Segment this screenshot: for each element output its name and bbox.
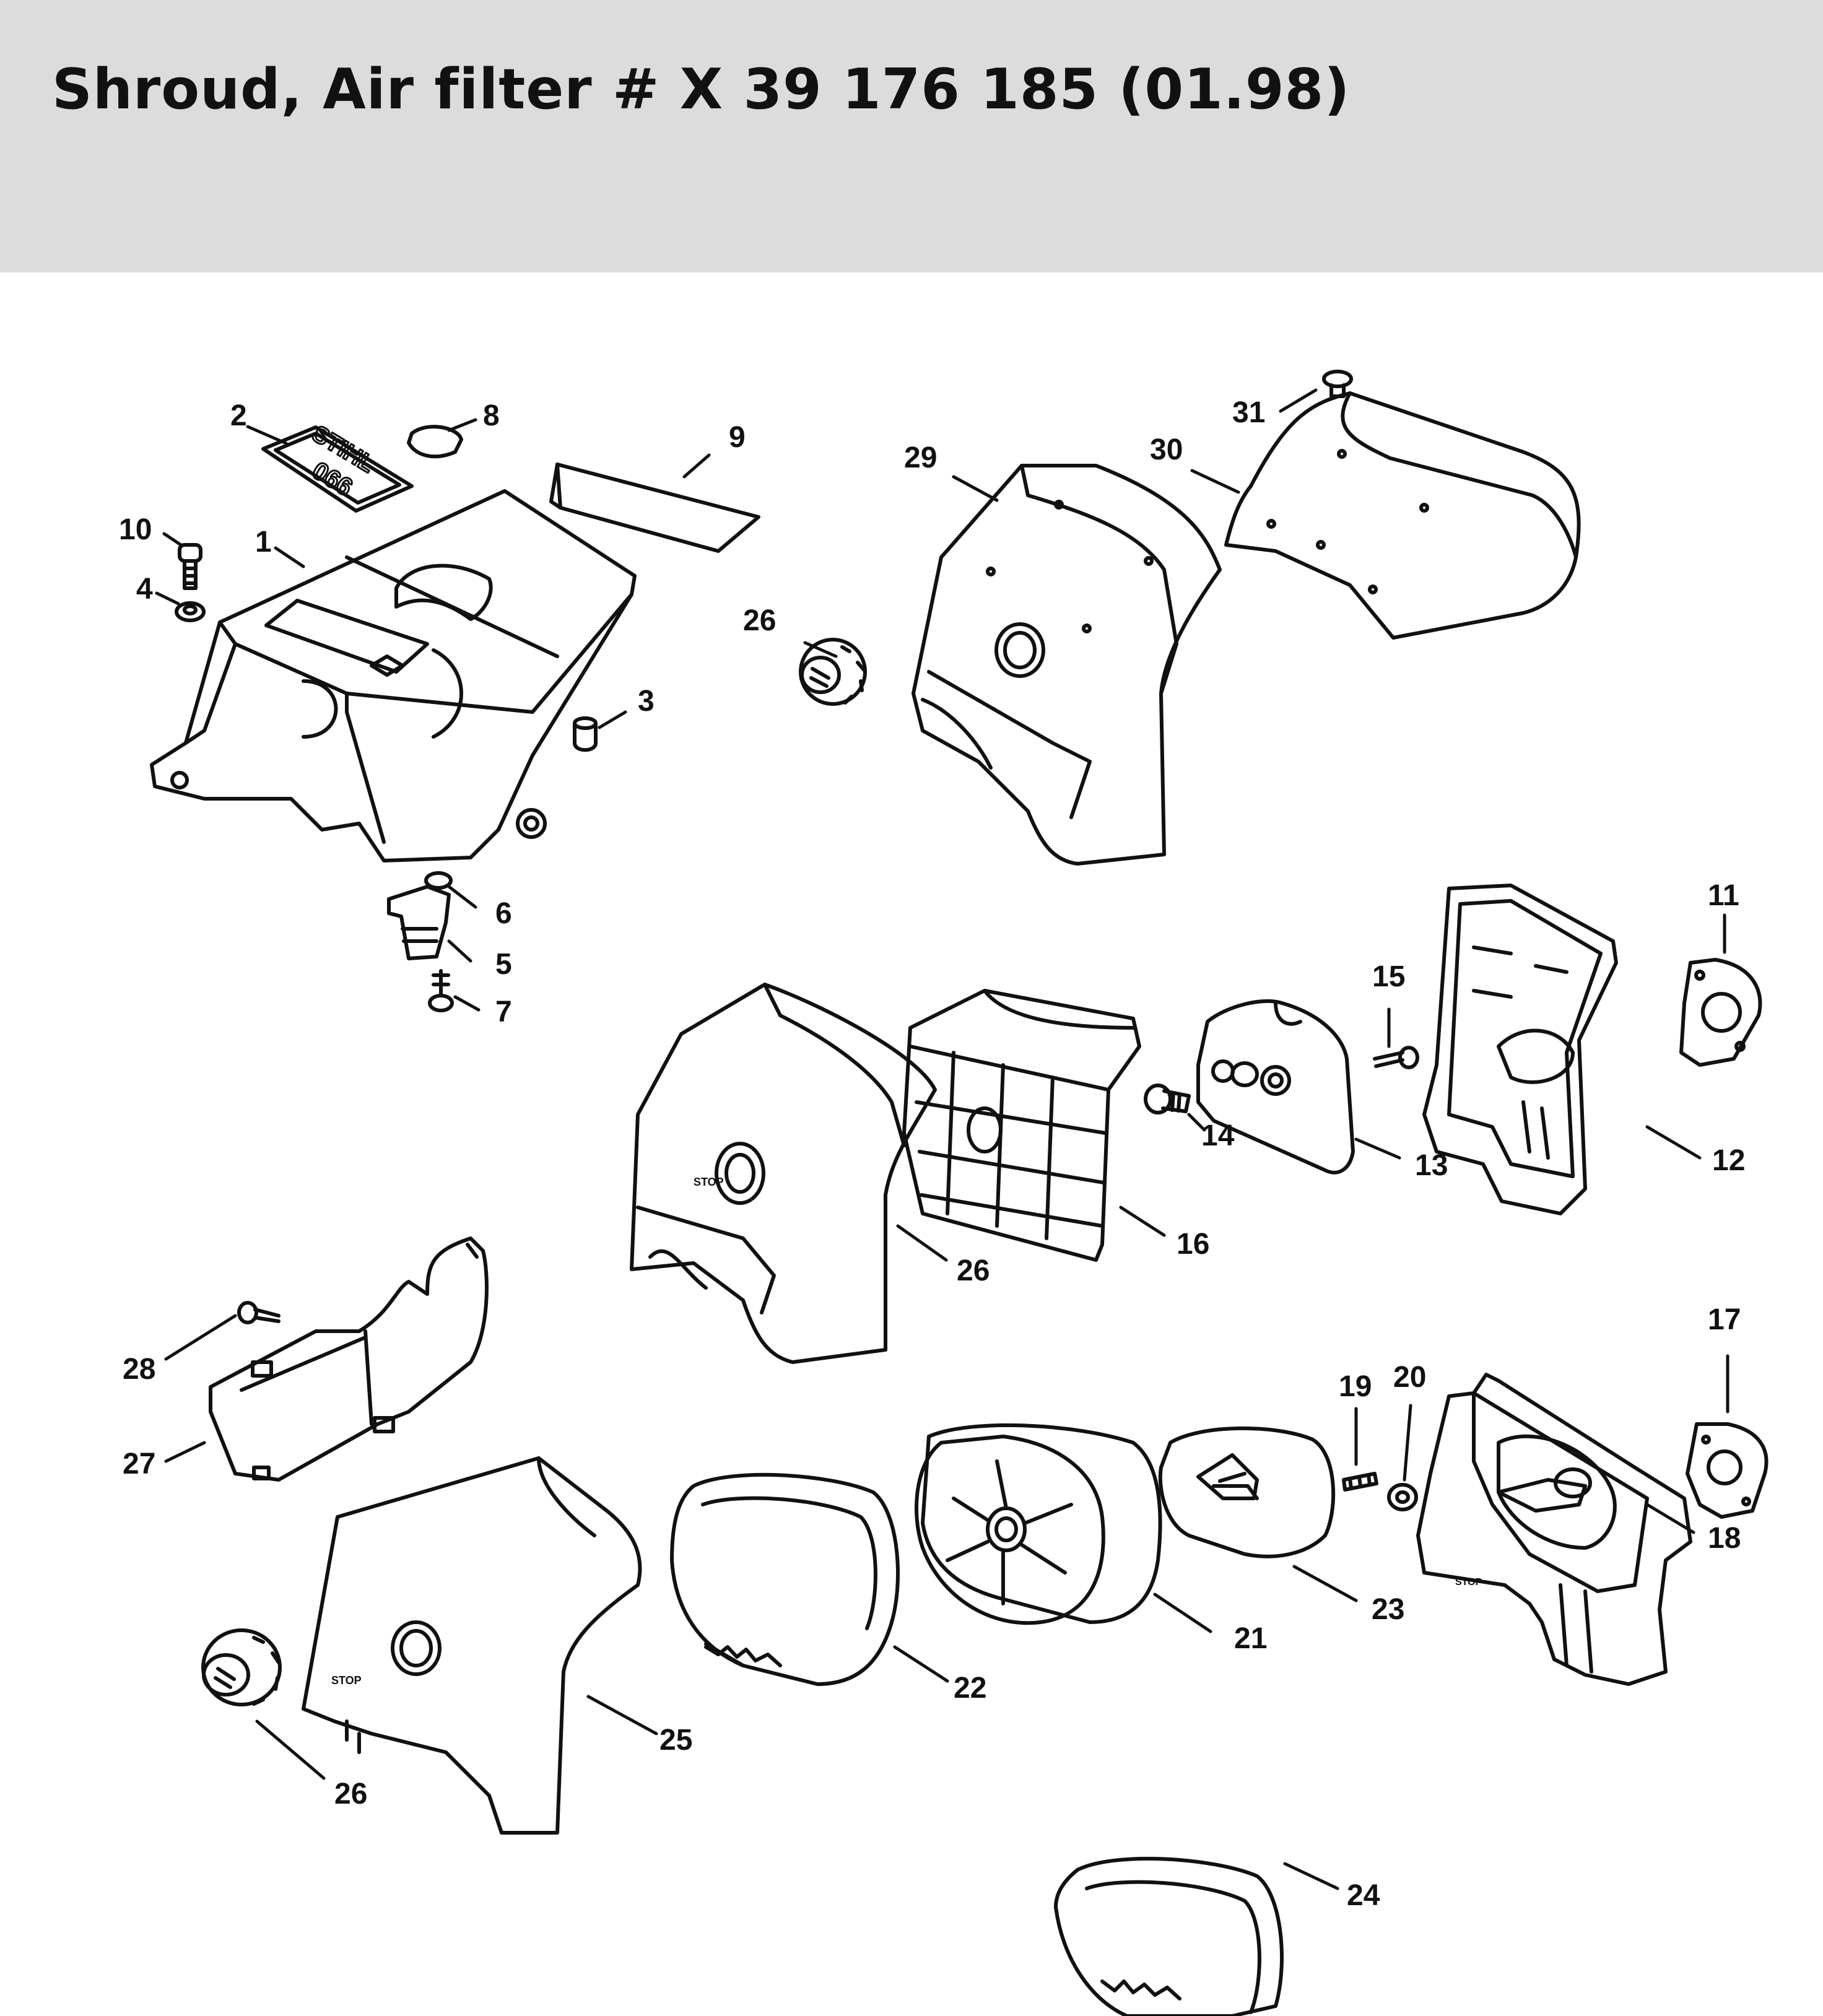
callout-3: 3 [638,685,655,718]
part-15-screw [1373,1046,1419,1069]
part-19-stud [1342,1472,1378,1492]
callout-13: 13 [1415,1149,1448,1182]
callout-numbers: 2 8 9 1 10 4 3 6 5 7 26 29 30 31 11 15 1… [119,396,1745,1912]
callout-4: 4 [136,573,153,606]
part-32-screw [1322,370,1353,398]
part-25-shroud [302,1456,642,1835]
callout-15: 15 [1372,960,1405,993]
callout-21: 21 [1234,1622,1267,1655]
callout-10: 10 [119,513,152,546]
part-22-filter-sleeve [670,1472,900,1686]
part-2-nameplate [261,425,414,513]
callout-11: 11 [1708,879,1739,912]
part-5-valve [387,885,451,960]
stop-mark-25: STOP [331,1674,362,1687]
callout-27: 26 [957,1254,990,1287]
callout-18: 18 [1708,1522,1741,1555]
callout-14: 14 [1201,1119,1235,1152]
callout-1: 1 [255,526,272,558]
callout-16: 16 [1177,1228,1209,1261]
callout-29: 28 [123,1353,155,1386]
part-13-bracket [1196,999,1355,1175]
callout-6: 6 [495,897,512,930]
callout-25: 25 [659,1724,692,1757]
part-12-baseplate [1422,884,1618,1215]
part-29-screw [237,1301,281,1324]
part-4-washer [175,601,206,622]
leader-lines [155,388,1729,1890]
callout-20: 20 [1393,1361,1426,1394]
part-10-screw [178,543,202,590]
callout-22: 22 [954,1672,986,1705]
part-18-housing [1416,1373,1692,1686]
callout-23: 23 [1372,1593,1404,1626]
part-24-filter-sleeve [1054,1856,1284,2016]
page-title: Shroud, Air filter # X 39 176 185 (01.98… [52,57,1351,122]
callout-5: 5 [495,948,512,981]
callout-31: 30 [1150,433,1183,466]
part-31-cover [1224,391,1581,640]
part-26-knob-lower [201,1628,282,1706]
callout-19: 19 [1339,1370,1372,1403]
callout-24: 24 [1347,1879,1380,1912]
header-bar: Shroud, Air filter # X 39 176 185 (01.98… [0,0,1823,272]
part-17-gasket [1686,1422,1769,1519]
part-16-filter-screen [902,989,1141,1262]
part-28-panel [209,1236,489,1482]
callout-32: 31 [1232,396,1265,429]
stop-mark-18: STOP [1455,1577,1482,1588]
part-30-shroud [912,464,1222,866]
exploded-parts-diagram: STIHL 066 [119,370,1769,2016]
part-20-nut [1387,1483,1418,1511]
part-7-screw [428,969,454,1012]
part-8-cap [407,425,463,459]
part-14-screw [1144,1084,1191,1114]
callout-26-lower: 26 [334,1778,367,1810]
callout-17: 17 [1708,1303,1741,1336]
part-23-prefilter [1158,1426,1336,1558]
part-21-air-filter [915,1423,1162,1625]
callout-2: 2 [230,399,247,432]
callout-12: 12 [1712,1144,1745,1177]
part-27-shroud [630,983,937,1364]
part-11-gasket [1679,958,1762,1067]
stop-mark-27: STOP [694,1176,724,1188]
callout-9: 9 [729,421,746,454]
callout-7: 7 [495,996,512,1028]
part-9-plate [549,463,760,553]
part-6-o-ring [424,871,453,890]
callout-8: 8 [483,399,500,432]
callout-28: 27 [123,1448,155,1480]
part-1-shroud [150,489,637,862]
part-3-grommet [573,716,598,752]
part-26-knob-upper [799,638,867,706]
callout-26-upper: 26 [743,604,776,637]
callout-30: 29 [904,441,937,474]
